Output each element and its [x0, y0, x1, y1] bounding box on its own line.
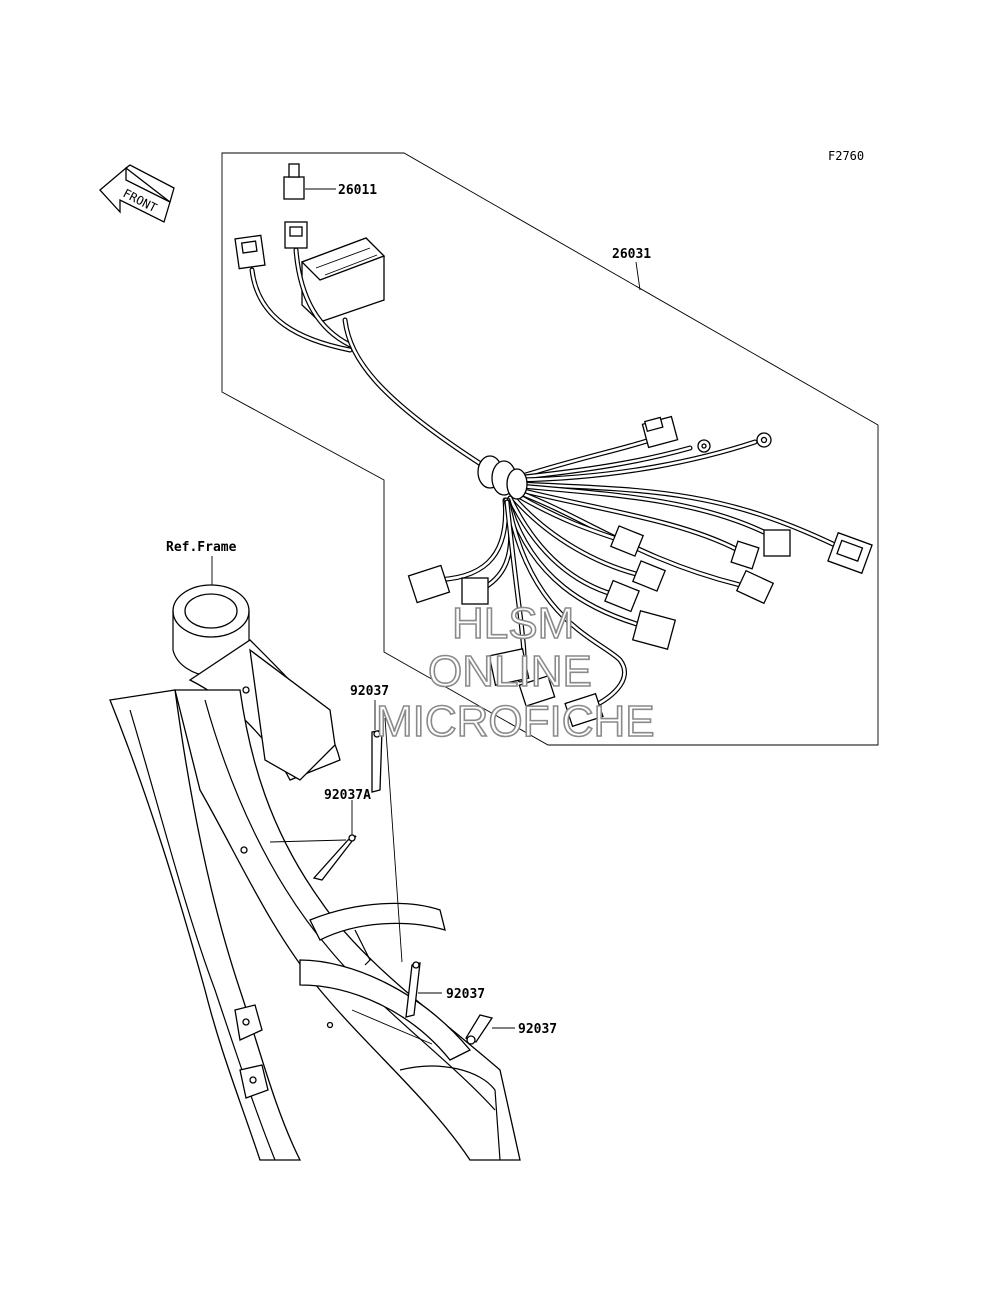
watermark-line-1: HLSM — [452, 599, 574, 648]
part-number: 92037 — [518, 1022, 557, 1037]
clamp-leaders — [269, 700, 515, 1045]
frame-label: Ref.Frame — [166, 540, 237, 555]
part-number: 26011 — [338, 183, 377, 198]
watermark: HLSM ONLINE MICROFICHE — [375, 598, 655, 747]
part-callout-92037-top[interactable]: 92037 — [350, 684, 389, 699]
ring-terminals — [697, 432, 772, 453]
front-arrow-icon: FRONT — [99, 164, 175, 223]
harness-top-connectors — [234, 221, 386, 323]
part-callout-26011[interactable]: 26011 — [305, 183, 377, 198]
frame-drawing — [109, 584, 521, 1161]
watermark-line-3: MICROFICHE — [376, 697, 655, 746]
part-callout-92037-bottom[interactable]: 92037 — [518, 1022, 557, 1037]
part-number: 92037A — [324, 788, 371, 803]
harness-grommet — [477, 455, 528, 500]
part-callout-26031[interactable]: 26031 — [612, 247, 651, 291]
clamps — [312, 729, 494, 1045]
harness-box — [221, 152, 879, 746]
part-number: 26031 — [612, 247, 651, 262]
watermark-line-2: ONLINE — [428, 647, 592, 696]
connector-26011 — [283, 163, 305, 200]
frame-callout[interactable]: Ref.Frame — [166, 540, 237, 588]
part-number: 92037 — [350, 684, 389, 699]
part-callout-92037-middle[interactable]: 92037 — [446, 987, 485, 1002]
part-callout-92037A[interactable]: 92037A — [324, 788, 371, 803]
figure-code: F2760 — [828, 149, 864, 163]
part-number: 92037 — [446, 987, 485, 1002]
harness-end-connectors — [407, 415, 873, 728]
